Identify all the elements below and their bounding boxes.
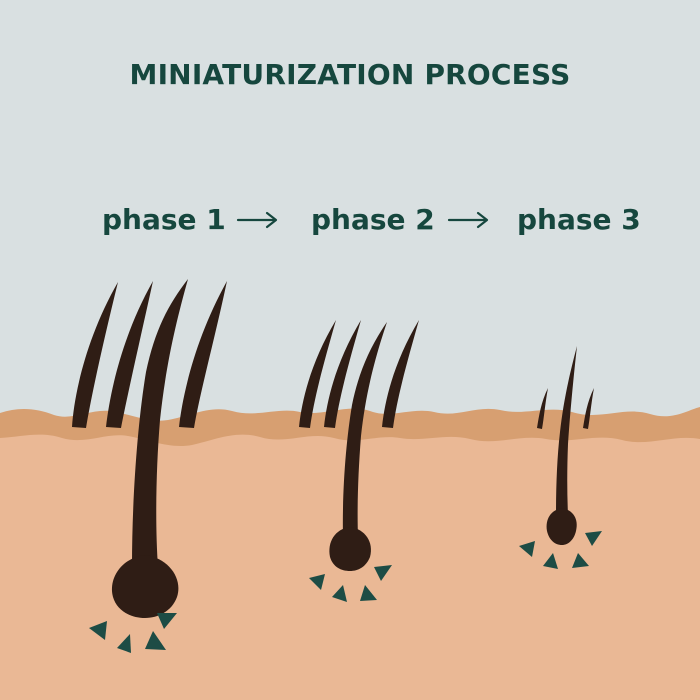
phase-1-marker-2 xyxy=(117,634,131,653)
phase-1-marker-1 xyxy=(89,621,107,640)
phase-1-label: phase 1 xyxy=(102,203,226,236)
phase-2-hair-group xyxy=(299,320,419,571)
phase-1-marker-3 xyxy=(145,631,166,650)
phase-3-markers xyxy=(519,531,602,569)
phase-3-hair-group xyxy=(537,346,594,545)
phase-3-marker-1 xyxy=(519,541,535,557)
phase-1-follicle xyxy=(111,555,179,618)
phase-sequence: phase 1 phase 2 phase 3 xyxy=(0,200,700,240)
phase-2-marker-2 xyxy=(332,585,347,602)
phase-2-marker-4 xyxy=(374,565,392,581)
phase-2-marker-3 xyxy=(360,585,377,601)
phase-2-short-hair-3 xyxy=(382,320,419,428)
arrow-right-icon xyxy=(236,200,280,240)
phase-2-follicle xyxy=(329,527,371,571)
phase-3-short-hair-2 xyxy=(583,388,594,429)
phase-1-hair-group xyxy=(72,279,227,618)
phase-1-short-hair-3 xyxy=(179,281,227,428)
phase-3-marker-3 xyxy=(572,553,589,568)
phase-1-main-hair xyxy=(132,279,188,567)
phase-1-short-hair-2 xyxy=(106,281,153,428)
phase-1-markers xyxy=(89,613,177,653)
phase-2-main-hair xyxy=(342,322,387,538)
phase-1-short-hair-1 xyxy=(72,282,118,428)
phase-3-marker-4 xyxy=(585,531,602,546)
arrow-right-icon xyxy=(447,200,491,240)
phase-2-label: phase 2 xyxy=(311,203,435,236)
phase-3-label: phase 3 xyxy=(517,203,641,236)
phase-3-short-hair-1 xyxy=(537,388,548,429)
phase-1-marker-4 xyxy=(157,613,177,629)
phase-3-marker-2 xyxy=(543,553,558,569)
phase-3-main-hair xyxy=(556,346,577,515)
phase-3-follicle xyxy=(546,508,577,545)
diagram-title: MINIATURIZATION PROCESS xyxy=(129,58,571,91)
phase-2-short-hair-1 xyxy=(299,320,336,428)
phase-2-short-hair-2 xyxy=(324,320,361,428)
phase-2-marker-1 xyxy=(309,574,325,590)
phase-2-markers xyxy=(309,565,392,602)
